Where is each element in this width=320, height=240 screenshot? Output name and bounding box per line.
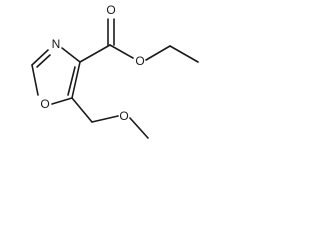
bond-o1-c2 bbox=[31, 64, 39, 96]
bond-ester-o-ch2 bbox=[145, 45, 171, 61]
bond-c2-n3 bbox=[31, 49, 49, 66]
bond-ch2-ether-o bbox=[91, 115, 119, 123]
bond-c5-o1 bbox=[51, 97, 73, 105]
ether-oxygen-label: O bbox=[119, 109, 128, 123]
bond-ch2-ch3 bbox=[169, 45, 199, 63]
bond-ether-o-ch3 bbox=[129, 117, 149, 139]
carbonyl-oxygen-label: O bbox=[106, 3, 115, 17]
ester-oxygen-label: O bbox=[135, 54, 144, 68]
bond-c2-n3-inner bbox=[36, 54, 51, 68]
bond-n3-c4 bbox=[61, 47, 81, 63]
ring-nitrogen-label: N bbox=[52, 37, 61, 51]
ring-oxygen-label: O bbox=[40, 97, 49, 111]
bond-c4-c5-inner bbox=[67, 66, 76, 96]
chemical-structure: O O N O O bbox=[31, 3, 199, 139]
bond-c5-ch2 bbox=[71, 97, 93, 123]
bond-c4-carboxyl bbox=[79, 44, 111, 63]
bond-carboxyl-ester-o bbox=[109, 44, 134, 59]
bond-c4-c5 bbox=[71, 61, 81, 99]
